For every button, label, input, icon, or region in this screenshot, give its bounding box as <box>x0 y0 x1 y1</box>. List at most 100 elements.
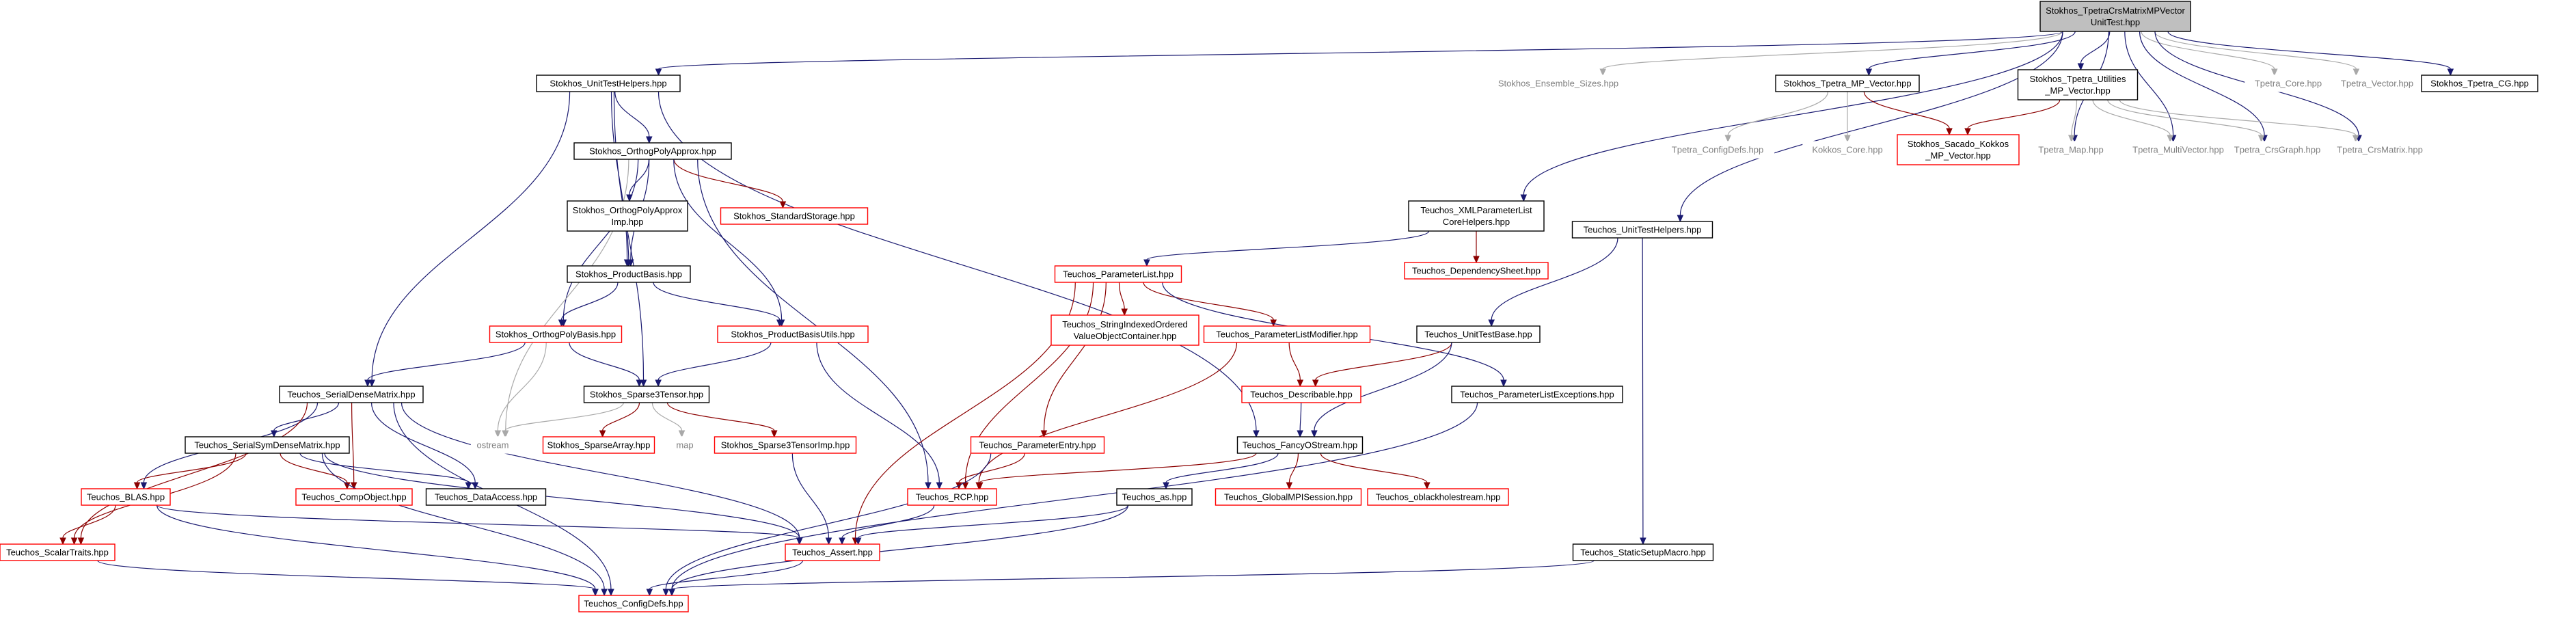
node-label: Stokhos_UnitTestHelpers.hpp <box>550 79 666 89</box>
edge-line <box>497 342 547 431</box>
edge-line <box>2154 31 2357 70</box>
edge-line <box>1315 342 1452 381</box>
node-label: Teuchos_ParameterListExceptions.hpp <box>1460 390 1614 400</box>
node-label: ostream <box>477 440 509 450</box>
node-box <box>81 488 171 506</box>
node-assert[interactable]: Teuchos_Assert.hpp <box>785 543 880 561</box>
node-obh[interactable]: Teuchos_oblackholestream.hpp <box>1367 488 1509 506</box>
node-co[interactable]: Teuchos_CompObject.hpp <box>295 488 413 506</box>
edge-line <box>504 402 624 431</box>
edge-pl-to-pe <box>1040 282 1107 438</box>
edge-line <box>671 560 1595 590</box>
node-s3timp[interactable]: Stokhos_Sparse3TensorImp.hpp <box>714 436 857 454</box>
node-box <box>714 436 857 454</box>
node-tutil[interactable]: Stokhos_Tpetra_Utilities_MP_Vector.hpp <box>2017 69 2139 100</box>
edge-arrowhead <box>70 537 78 545</box>
node-box <box>1367 488 1509 506</box>
node-label: Teuchos_XMLParameterList <box>1420 205 1532 215</box>
edge-line <box>978 342 1238 483</box>
node-st[interactable]: Teuchos_ScalarTraits.hpp <box>0 543 116 561</box>
edge-arrowhead <box>599 430 606 438</box>
edge-pb-to-opb <box>558 282 619 327</box>
edge-line <box>321 453 605 590</box>
edge-opa-to-ss <box>673 159 787 209</box>
edge-line <box>2080 31 2111 64</box>
node-desc[interactable]: Teuchos_Describable.hpp <box>1241 386 1361 403</box>
node-label: Stokhos_TpetraCrsMatrixMPVector <box>2046 5 2185 16</box>
node-ss[interactable]: Stokhos_StandardStorage.hpp <box>720 207 869 225</box>
node-box <box>425 488 547 506</box>
node-ple[interactable]: Teuchos_ParameterListExceptions.hpp <box>1451 386 1623 403</box>
node-pbu[interactable]: Stokhos_ProductBasisUtils.hpp <box>717 325 869 343</box>
node-root[interactable]: Stokhos_TpetraCrsMatrixMPVectorUnitTest.… <box>2039 1 2191 32</box>
edge-arrowhead <box>465 482 472 490</box>
node-label: UnitTest.hpp <box>2091 17 2140 27</box>
node-pl[interactable]: Teuchos_ParameterList.hpp <box>1054 265 1182 283</box>
node-pe[interactable]: Teuchos_ParameterEntry.hpp <box>970 436 1105 454</box>
edge-arrowhead <box>558 319 565 327</box>
node-label: Teuchos_CompObject.hpp <box>301 492 406 502</box>
edge-arrowhead <box>1286 482 1293 490</box>
node-as[interactable]: Teuchos_as.hpp <box>1116 488 1193 506</box>
node-label: Stokhos_Tpetra_Utilities <box>2030 74 2126 84</box>
node-box <box>1416 325 1541 343</box>
edge-line <box>280 453 348 483</box>
node-label: Teuchos_UnitTestHelpers.hpp <box>1584 225 1702 235</box>
edge-arrowhead <box>1677 215 1684 223</box>
node-plm[interactable]: Teuchos_ParameterListModifier.hpp <box>1203 325 1371 343</box>
edge-sdm-to-da <box>370 402 479 490</box>
node-sdm[interactable]: Teuchos_SerialDenseMatrix.hpp <box>279 386 424 403</box>
edge-arrowhead <box>976 482 984 490</box>
edge-tutil-to-sacado <box>1964 99 2061 136</box>
node-tmp[interactable]: Stokhos_Tpetra_MP_Vector.hpp <box>1775 75 1920 92</box>
node-uth[interactable]: Stokhos_UnitTestHelpers.hpp <box>536 75 681 92</box>
node-label: Teuchos_oblackholestream.hpp <box>1376 492 1501 502</box>
node-opa[interactable]: Stokhos_OrthogPolyApprox.hpp <box>573 142 732 160</box>
node-fos[interactable]: Teuchos_FancyOStream.hpp <box>1236 436 1364 454</box>
edge-arrowhead <box>2077 63 2085 71</box>
edge-pl-to-rcp <box>962 282 1094 490</box>
node-s3t[interactable]: Stokhos_Sparse3Tensor.hpp <box>583 386 710 403</box>
node-opb[interactable]: Stokhos_OrthogPolyBasis.hpp <box>489 325 623 343</box>
node-label: CoreHelpers.hpp <box>1443 217 1510 227</box>
node-label: Tpetra_MultiVector.hpp <box>2132 145 2224 155</box>
node-blas[interactable]: Teuchos_BLAS.hpp <box>81 488 171 506</box>
node-rcp[interactable]: Teuchos_RCP.hpp <box>907 488 997 506</box>
node-tuth[interactable]: Teuchos_UnitTestHelpers.hpp <box>1571 221 1713 239</box>
edge-line <box>627 230 629 260</box>
edge-arrowhead <box>2352 135 2359 143</box>
edge-line <box>299 453 469 483</box>
edge-arrowhead <box>662 589 670 597</box>
node-label: Teuchos_StringIndexedOrdered <box>1062 319 1188 329</box>
node-box <box>295 488 413 506</box>
edge-utb-to-desc <box>1312 342 1452 388</box>
node-da[interactable]: Teuchos_DataAccess.hpp <box>425 488 547 506</box>
edge-line <box>2092 99 2171 136</box>
node-dep[interactable]: Teuchos_DependencySheet.hpp <box>1404 262 1549 280</box>
edge-line <box>2124 31 2174 136</box>
edge-tutil-to-tmap <box>2068 99 2078 143</box>
node-sacado[interactable]: Stokhos_Sacado_Kokkos_MP_Vector.hpp <box>1897 134 2020 165</box>
edge-line <box>816 342 940 483</box>
edge-arrowhead <box>133 482 141 490</box>
node-gmpi[interactable]: Teuchos_GlobalMPISession.hpp <box>1215 488 1362 506</box>
node-sa[interactable]: Stokhos_SparseArray.hpp <box>542 436 655 454</box>
edge-pbu-to-s3t <box>655 342 772 388</box>
node-siov[interactable]: Teuchos_StringIndexedOrderedValueObjectC… <box>1050 314 1199 346</box>
node-utb[interactable]: Teuchos_UnitTestBase.hpp <box>1416 325 1541 343</box>
node-ssm[interactable]: Teuchos_StaticSetupMacro.hpp <box>1572 543 1714 561</box>
edge-ssdm-to-co <box>280 453 351 490</box>
edge-line <box>2139 31 2265 136</box>
node-box <box>1203 325 1371 343</box>
edge-arrowhead <box>646 589 653 597</box>
node-label: Stokhos_SparseArray.hpp <box>547 440 651 450</box>
node-cfg[interactable]: Teuchos_ConfigDefs.hpp <box>578 595 689 612</box>
node-pb[interactable]: Stokhos_ProductBasis.hpp <box>567 265 691 283</box>
node-label: Stokhos_ProductBasis.hpp <box>575 269 682 280</box>
node-tcg[interactable]: Stokhos_Tpetra_CG.hpp <box>2421 75 2538 92</box>
node-label: Tpetra_Core.hpp <box>2255 79 2322 89</box>
edge-tutil-to-tmv <box>2092 99 2174 143</box>
node-ssdm[interactable]: Teuchos_SerialSymDenseMatrix.hpp <box>185 436 350 454</box>
